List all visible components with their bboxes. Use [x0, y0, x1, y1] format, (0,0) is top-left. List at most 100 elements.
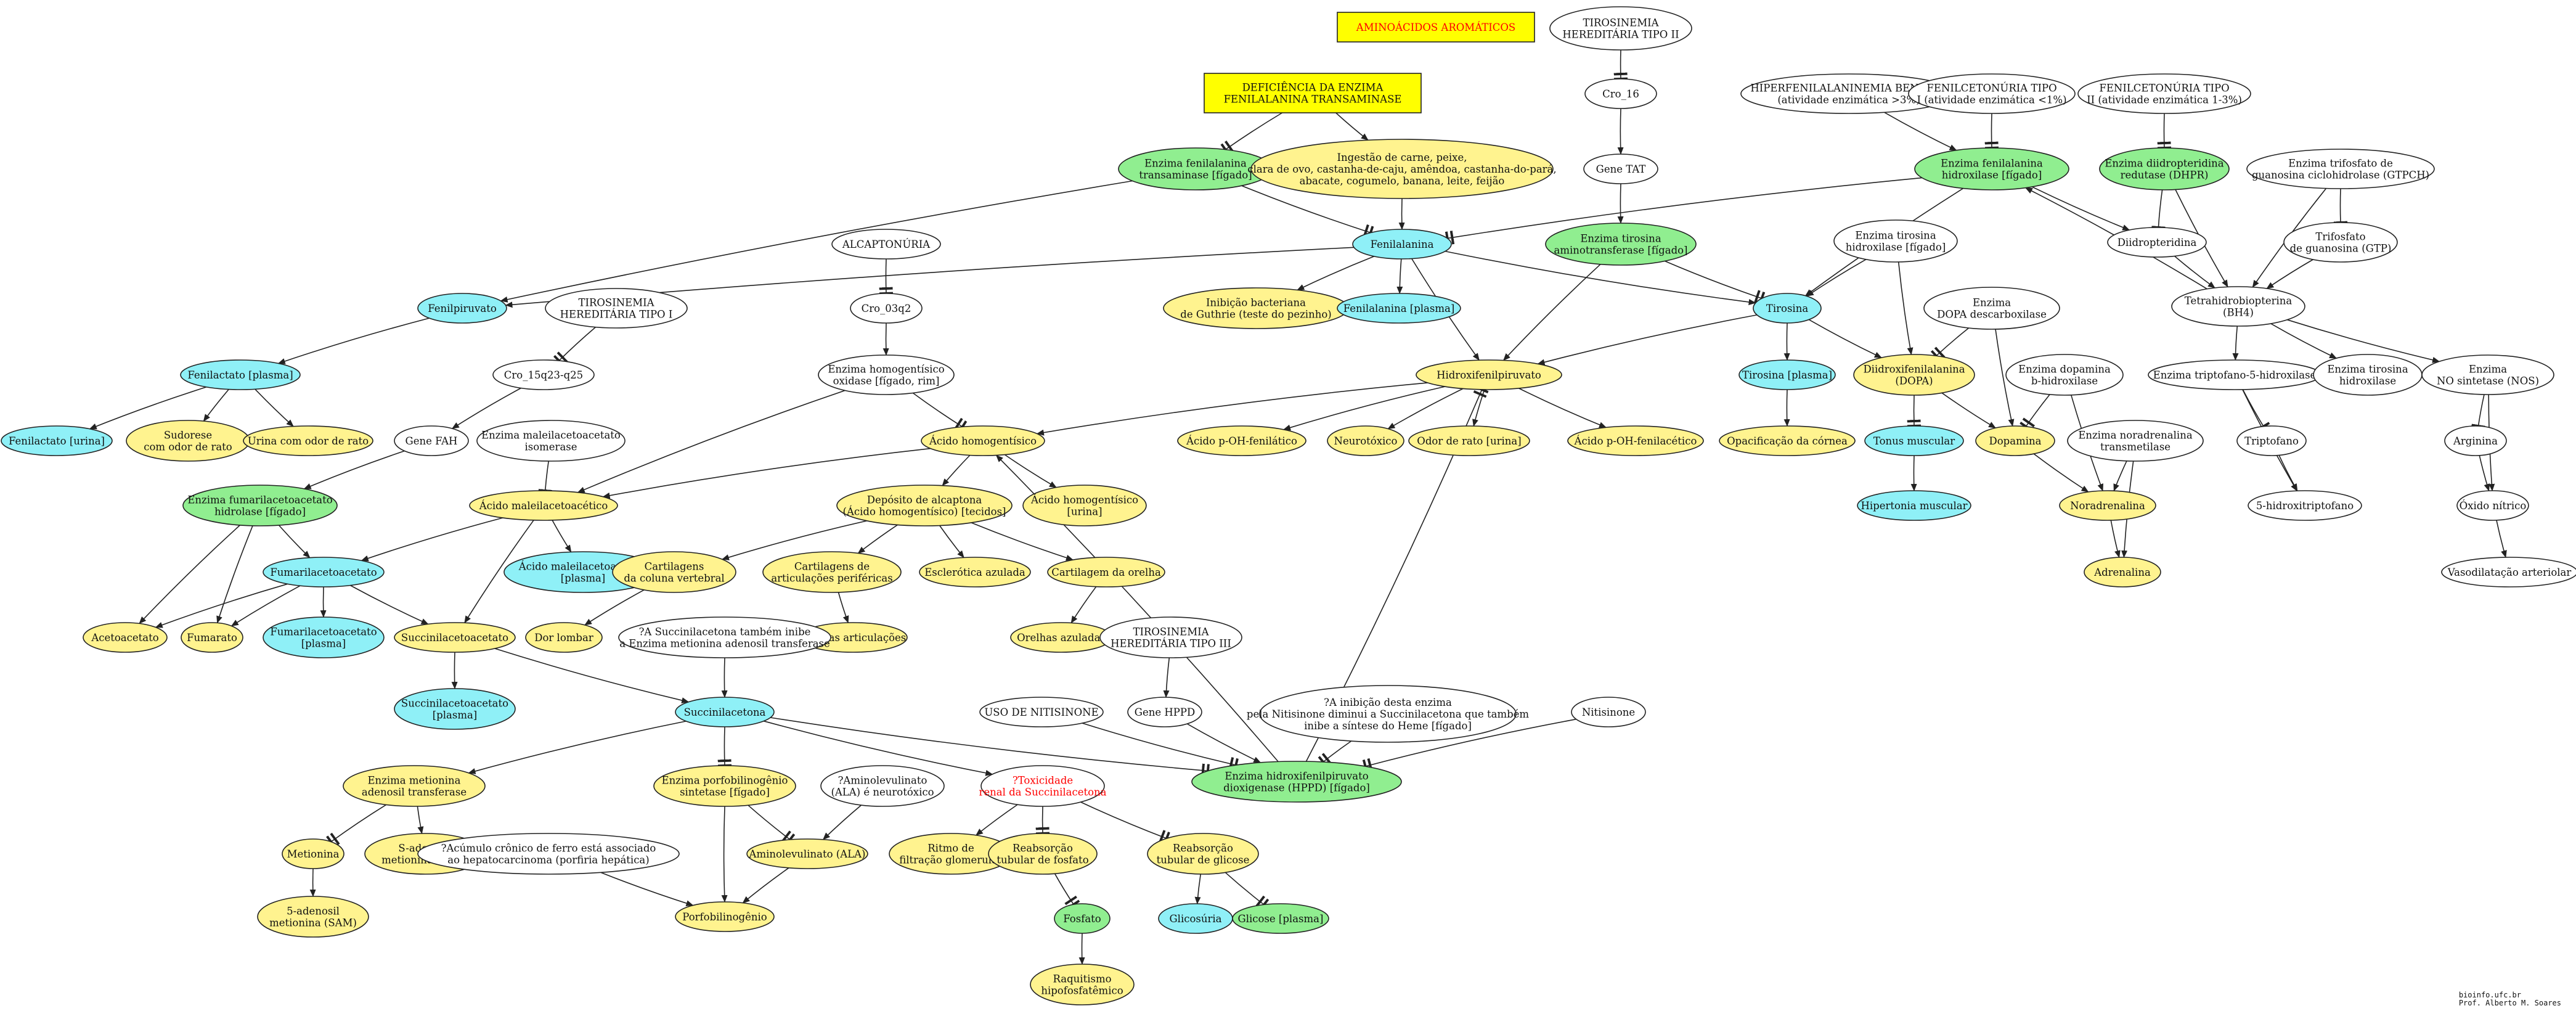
node-shape [1250, 139, 1554, 199]
node-label: Odor de rato [urina] [1417, 435, 1521, 447]
node-label: Tirosina [plasma] [1742, 369, 1832, 381]
node-shape [1571, 697, 1646, 727]
edge-succinilacetoacetato-to-succinilacetona [494, 648, 690, 704]
node-shape [1738, 359, 1836, 390]
node-shape [1327, 425, 1404, 456]
node-shape [2005, 354, 2124, 396]
node-shape [1567, 425, 1704, 456]
node-shape [417, 833, 680, 875]
node-shape [1583, 153, 1658, 184]
node-shape [850, 293, 923, 324]
node-shape [1416, 359, 1562, 390]
node-odor-urina: Odor de rato [urina] [1408, 425, 1530, 456]
node-label: 5-hidroxitriptofano [2256, 500, 2354, 512]
node-gene-fah: Gene FAH [394, 425, 469, 456]
edge-fenilactato_plasma-to-fenilactato_urina [89, 387, 207, 430]
node-label: Triptofano [2244, 435, 2299, 447]
node-label: Trifosfato [2315, 231, 2365, 243]
node-label: Vasodilatação arteriolar [2447, 567, 2572, 578]
node-label: adenosil transferase [362, 787, 467, 798]
node-label: Enzima triptofano-5-hidroxilase [2153, 369, 2317, 381]
edge-succinilacetona-to-toxicidade [763, 720, 993, 776]
edge-fenilalanina-to-tirosina [1445, 250, 1756, 305]
node-shape [1857, 490, 1971, 521]
node-label: Tetrahidrobiopterina [2185, 295, 2293, 307]
node-nitisinone-uso: USO DE NITISINONE [979, 697, 1104, 727]
node-label: Diidropteridina [2117, 237, 2197, 248]
edge-bh4-to-enz_triptofano [2232, 325, 2239, 361]
node-label: I (atividade enzimática <1%) [1917, 94, 2066, 106]
node-shape [243, 425, 373, 456]
node-shape [1022, 485, 1147, 526]
node-shape [618, 616, 831, 658]
node-shape [1908, 73, 2076, 114]
node-shape [1047, 557, 1165, 587]
node-shape [525, 622, 603, 653]
node-label: Reabsorção [1173, 843, 1233, 854]
node-shape [980, 765, 1105, 807]
node-label: Fenilalanina [1371, 239, 1434, 250]
edge-cart_vertebral-to-dor_lombar [584, 589, 645, 626]
edge-ala-to-porfobilinogenio [742, 867, 789, 904]
node-acido-hgt: Ácido homogentísico [921, 425, 1045, 456]
node-label: de guanosina (GTP) [2290, 243, 2392, 255]
edge-nota_ferro-to-porfobilinogenio [600, 872, 694, 907]
edge-reab_glicose-to-glicose_plasma [1225, 872, 1270, 911]
edge-deposito-to-cart_orelha [971, 522, 1074, 561]
node-hiperfen: HIPERFENILALANINEMIA BENIGNA(atividade e… [1740, 73, 1957, 114]
node-label: Cartilagem da orelha [1051, 567, 1161, 578]
node-label: hidroxilase [fígado] [1942, 170, 2042, 181]
node-label: Óxido nítrico [2460, 499, 2527, 512]
edge-pku2-to-enz_dhpr [2157, 113, 2172, 150]
node-shape [2067, 420, 2204, 462]
node-label: (Ácido homogentísico) [tecidos] [843, 506, 1006, 518]
edge-hiperfen-to-enz_pah [1884, 112, 1957, 151]
node-label: FENILALANINA TRANSAMINASE [1224, 94, 1402, 105]
node-shape [1549, 6, 1692, 51]
edge-noradrenalina-to-adrenalina [2110, 520, 2121, 559]
edge-fenilactato_plasma-to-urina_rato [255, 388, 294, 427]
edge-enz_faa-to-fumarilacetoacetato [278, 525, 311, 559]
node-shape [1177, 425, 1306, 456]
node-shape [1191, 761, 1402, 803]
edge-enz_dhpr-to-diidropteridina [2151, 189, 2166, 229]
node-label: ?A Succinilacetona também inibe [639, 626, 811, 638]
edge-succinilacetona-to-enz_mat [468, 721, 687, 774]
node-label: Diidroxifenilalanina [1863, 364, 1965, 375]
node-label: Enzima metionina [368, 775, 461, 787]
node-label: Enzima trifosfato de [2288, 158, 2393, 170]
edge-enz_hgo-to-maleilacetoacetico [577, 390, 846, 493]
edge-toxicidade-to-reab_glicose [1080, 801, 1170, 846]
node-shape [831, 229, 941, 260]
node-shape [83, 622, 168, 653]
node-metionina: Metionina [282, 838, 344, 869]
node-label: Fenilactato [urina] [9, 435, 105, 447]
edge-enz_fen_trans-to-fenilpiruvato [500, 180, 1133, 303]
node-label: Enzima [1973, 297, 2011, 309]
node-shape [2248, 490, 2362, 521]
node-label: metionina (SAM) [269, 917, 357, 929]
node-shape [1864, 425, 1964, 456]
node-shape [181, 622, 243, 653]
edge-enz_faa-to-acetoacetato [139, 525, 240, 624]
node-hidroxifenilpiruvato: Hidroxifenilpiruvato [1416, 359, 1562, 390]
node-label: Acetoacetato [91, 632, 158, 644]
node-shape [1753, 293, 1822, 324]
edge-triptofano-to-hidroxitriptofano [2278, 455, 2298, 492]
node-label: dioxigenase (HPPD) [fígado] [1223, 782, 1370, 794]
node-fumarato: Fumarato [181, 622, 243, 653]
node-label: clara de ovo, castanha-de-caju, amêndoa,… [1247, 163, 1556, 175]
node-label: hidrolase [fígado] [214, 506, 306, 518]
node-ac-ohfenilacetico: Ácido p-OH-fenilacético [1567, 425, 1704, 456]
node-label: hipofosfatêmico [1041, 985, 1123, 997]
node-label: Fosfato [1063, 913, 1101, 925]
edge-hidroxifenilpiruvato-to-acido_hgt [1036, 382, 1428, 436]
node-label: Enzima fenilalanina [1941, 158, 2043, 170]
